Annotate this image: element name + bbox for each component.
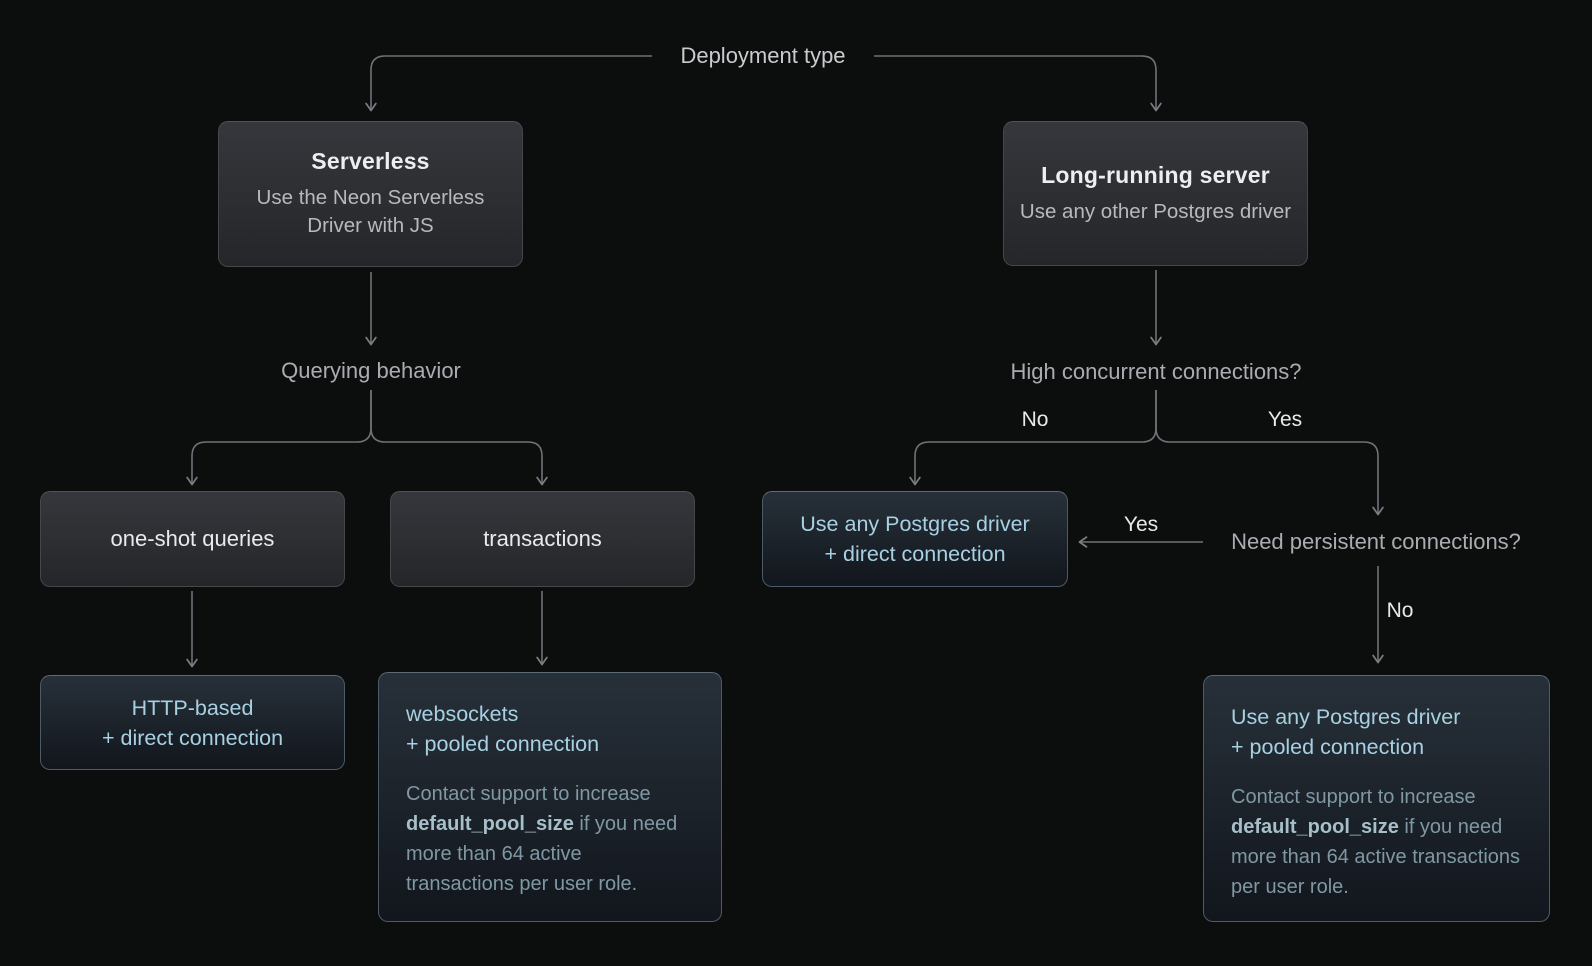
node-websockets-line1: websockets [406,702,519,726]
note-code: default_pool_size [406,813,574,835]
node-transactions: transactions [390,491,695,587]
node-http-based-line1: HTTP-based [131,695,254,720]
node-pooled-driver-line1: Use any Postgres driver [1231,705,1461,729]
node-pooled-driver-note: Contact support to increase default_pool… [1231,782,1522,902]
node-serverless: Serverless Use the Neon Serverless Drive… [218,121,523,267]
label-need-persistent-connections: Need persistent connections? [1231,529,1521,554]
node-http-based-line2: + direct connection [101,725,284,750]
node-long-running-title: Long-running server [1041,161,1270,188]
edge-querying-oneshot [186,390,372,486]
note-suffix: if you need more than 64 active transact… [1231,816,1521,898]
node-direct-driver: Use any Postgres driver + direct connect… [762,491,1068,587]
note-prefix: Contact support to increase [1231,786,1476,808]
node-direct-driver-line1: Use any Postgres driver [800,512,1030,536]
edge-deployment-serverless [365,55,652,112]
edge-label-yes-need-persistent: Yes [1123,513,1159,536]
node-http-based: HTTP-based + direct connection [40,675,345,770]
note-prefix: Contact support to increase [406,783,651,805]
node-pooled-driver: Use any Postgres driver + pooled connect… [1203,675,1550,922]
label-deployment-type: Deployment type [680,43,846,68]
node-long-running-subtitle: Use any other Postgres driver [1019,199,1292,223]
edge-highconcurrent-yes-persistent [1155,390,1384,516]
node-one-shot-queries-label: one-shot queries [110,526,275,551]
node-long-running-server: Long-running server Use any other Postgr… [1003,121,1308,266]
edge-label-yes-high-concurrent: Yes [1267,408,1303,431]
edge-highconcurrent-no-direct [909,390,1157,486]
node-serverless-subtitle: Use the Neon Serverless Driver with JS [256,186,485,237]
note-code: default_pool_size [1231,816,1399,838]
node-direct-driver-line2: + direct connection [824,542,1006,566]
label-querying-behavior: Querying behavior [281,358,461,383]
edge-querying-transactions [370,390,548,486]
node-transactions-label: transactions [483,526,602,551]
node-websockets-note: Contact support to increase default_pool… [406,779,694,899]
node-websockets-line2: + pooled connection [406,732,600,756]
edge-label-no-high-concurrent: No [1021,408,1049,431]
node-one-shot-queries: one-shot queries [40,491,345,587]
node-serverless-title: Serverless [311,148,430,174]
edge-label-no-need-persistent: No [1386,599,1414,622]
node-pooled-driver-line2: + pooled connection [1231,735,1425,759]
label-high-concurrent-connections: High concurrent connections? [1010,359,1302,384]
edge-deployment-longrunning [874,55,1162,112]
node-websockets: websockets + pooled connection Contact s… [378,672,722,922]
note-suffix: if you need more than 64 active transact… [406,813,678,895]
